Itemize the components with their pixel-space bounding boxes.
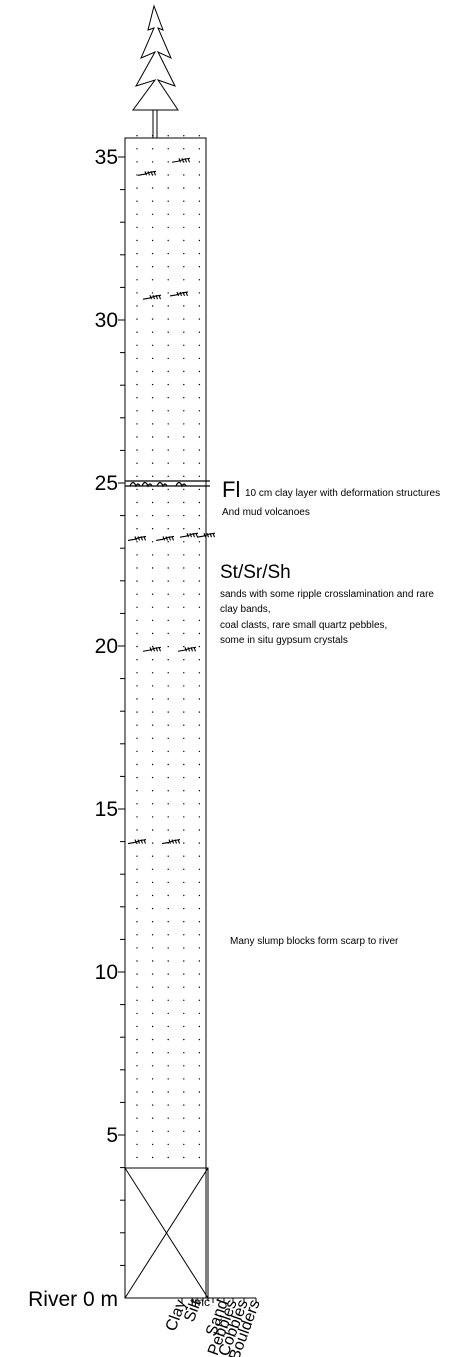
depth-tick-label: 25 [95,472,118,495]
base-label: River 0 m [28,1288,118,1311]
unit-st-sr-sh-annotation: St/Sr/Sh sands with some ripple crosslam… [220,562,434,646]
ripple-symbol [177,646,197,652]
depth-tick-label: 15 [95,798,118,821]
ripple-lamination-symbols [127,157,216,845]
unit-fl-annotation: Fl 10 cm clay layer with deformation str… [222,477,440,518]
unit-fl-note-inline: 10 cm clay layer with deformation struct… [245,488,440,499]
ripple-symbol [155,535,175,541]
depth-tick-label: 35 [95,146,118,169]
ripple-symbol [142,646,162,652]
deformation-structure [129,481,141,488]
ripple-symbol [169,291,189,297]
depth-tick-label: 10 [95,961,118,984]
grain-size-label: fmc [191,1295,210,1309]
ripple-symbol [127,535,147,541]
unit-code-fl: Fl [222,477,240,502]
grain-size-label: Silt [181,1297,205,1324]
depth-tick-label: 5 [106,1124,118,1147]
column-frame [124,137,207,1299]
sand-stipple-pattern [136,135,201,1159]
ripple-symbol [142,294,162,300]
unit-code-st-sr-sh: St/Sr/Sh [220,562,291,583]
covered-interval [124,1167,209,1299]
remark-slump-blocks: Many slump blocks form scarp to river [230,936,399,947]
lithology-column [124,135,216,1299]
deformation-structure [141,481,153,488]
unit-st-sr-sh-note-line: some in situ gypsum crystals [220,635,348,646]
depth-tick-label: 30 [95,309,118,332]
ripple-symbol [196,532,216,538]
depth-major-ticks: 35 30 25 20 15 10 5 [95,146,125,1147]
tree-icon [132,4,179,139]
ripple-symbol [127,839,147,845]
depth-tick-label: 20 [95,635,118,658]
unit-st-sr-sh-note-line: coal clasts, rare small quartz pebbles, [220,620,387,631]
deformation-structure [156,481,168,488]
ripple-symbol [137,170,157,176]
depth-scale: 35 30 25 20 15 10 5 [95,138,126,1298]
ripple-symbol [171,157,191,163]
unit-st-sr-sh-note-line: sands with some ripple crosslamination a… [220,589,434,600]
depth-minor-ticks [120,189,125,1266]
ripple-symbol [179,532,199,538]
unit-fl-note-line: And mud volcanoes [222,507,310,518]
ripple-symbol [161,839,181,845]
deformation-structure [175,481,187,488]
clay-layer-fl [125,480,210,488]
unit-st-sr-sh-note-line: clay bands, [220,604,271,615]
